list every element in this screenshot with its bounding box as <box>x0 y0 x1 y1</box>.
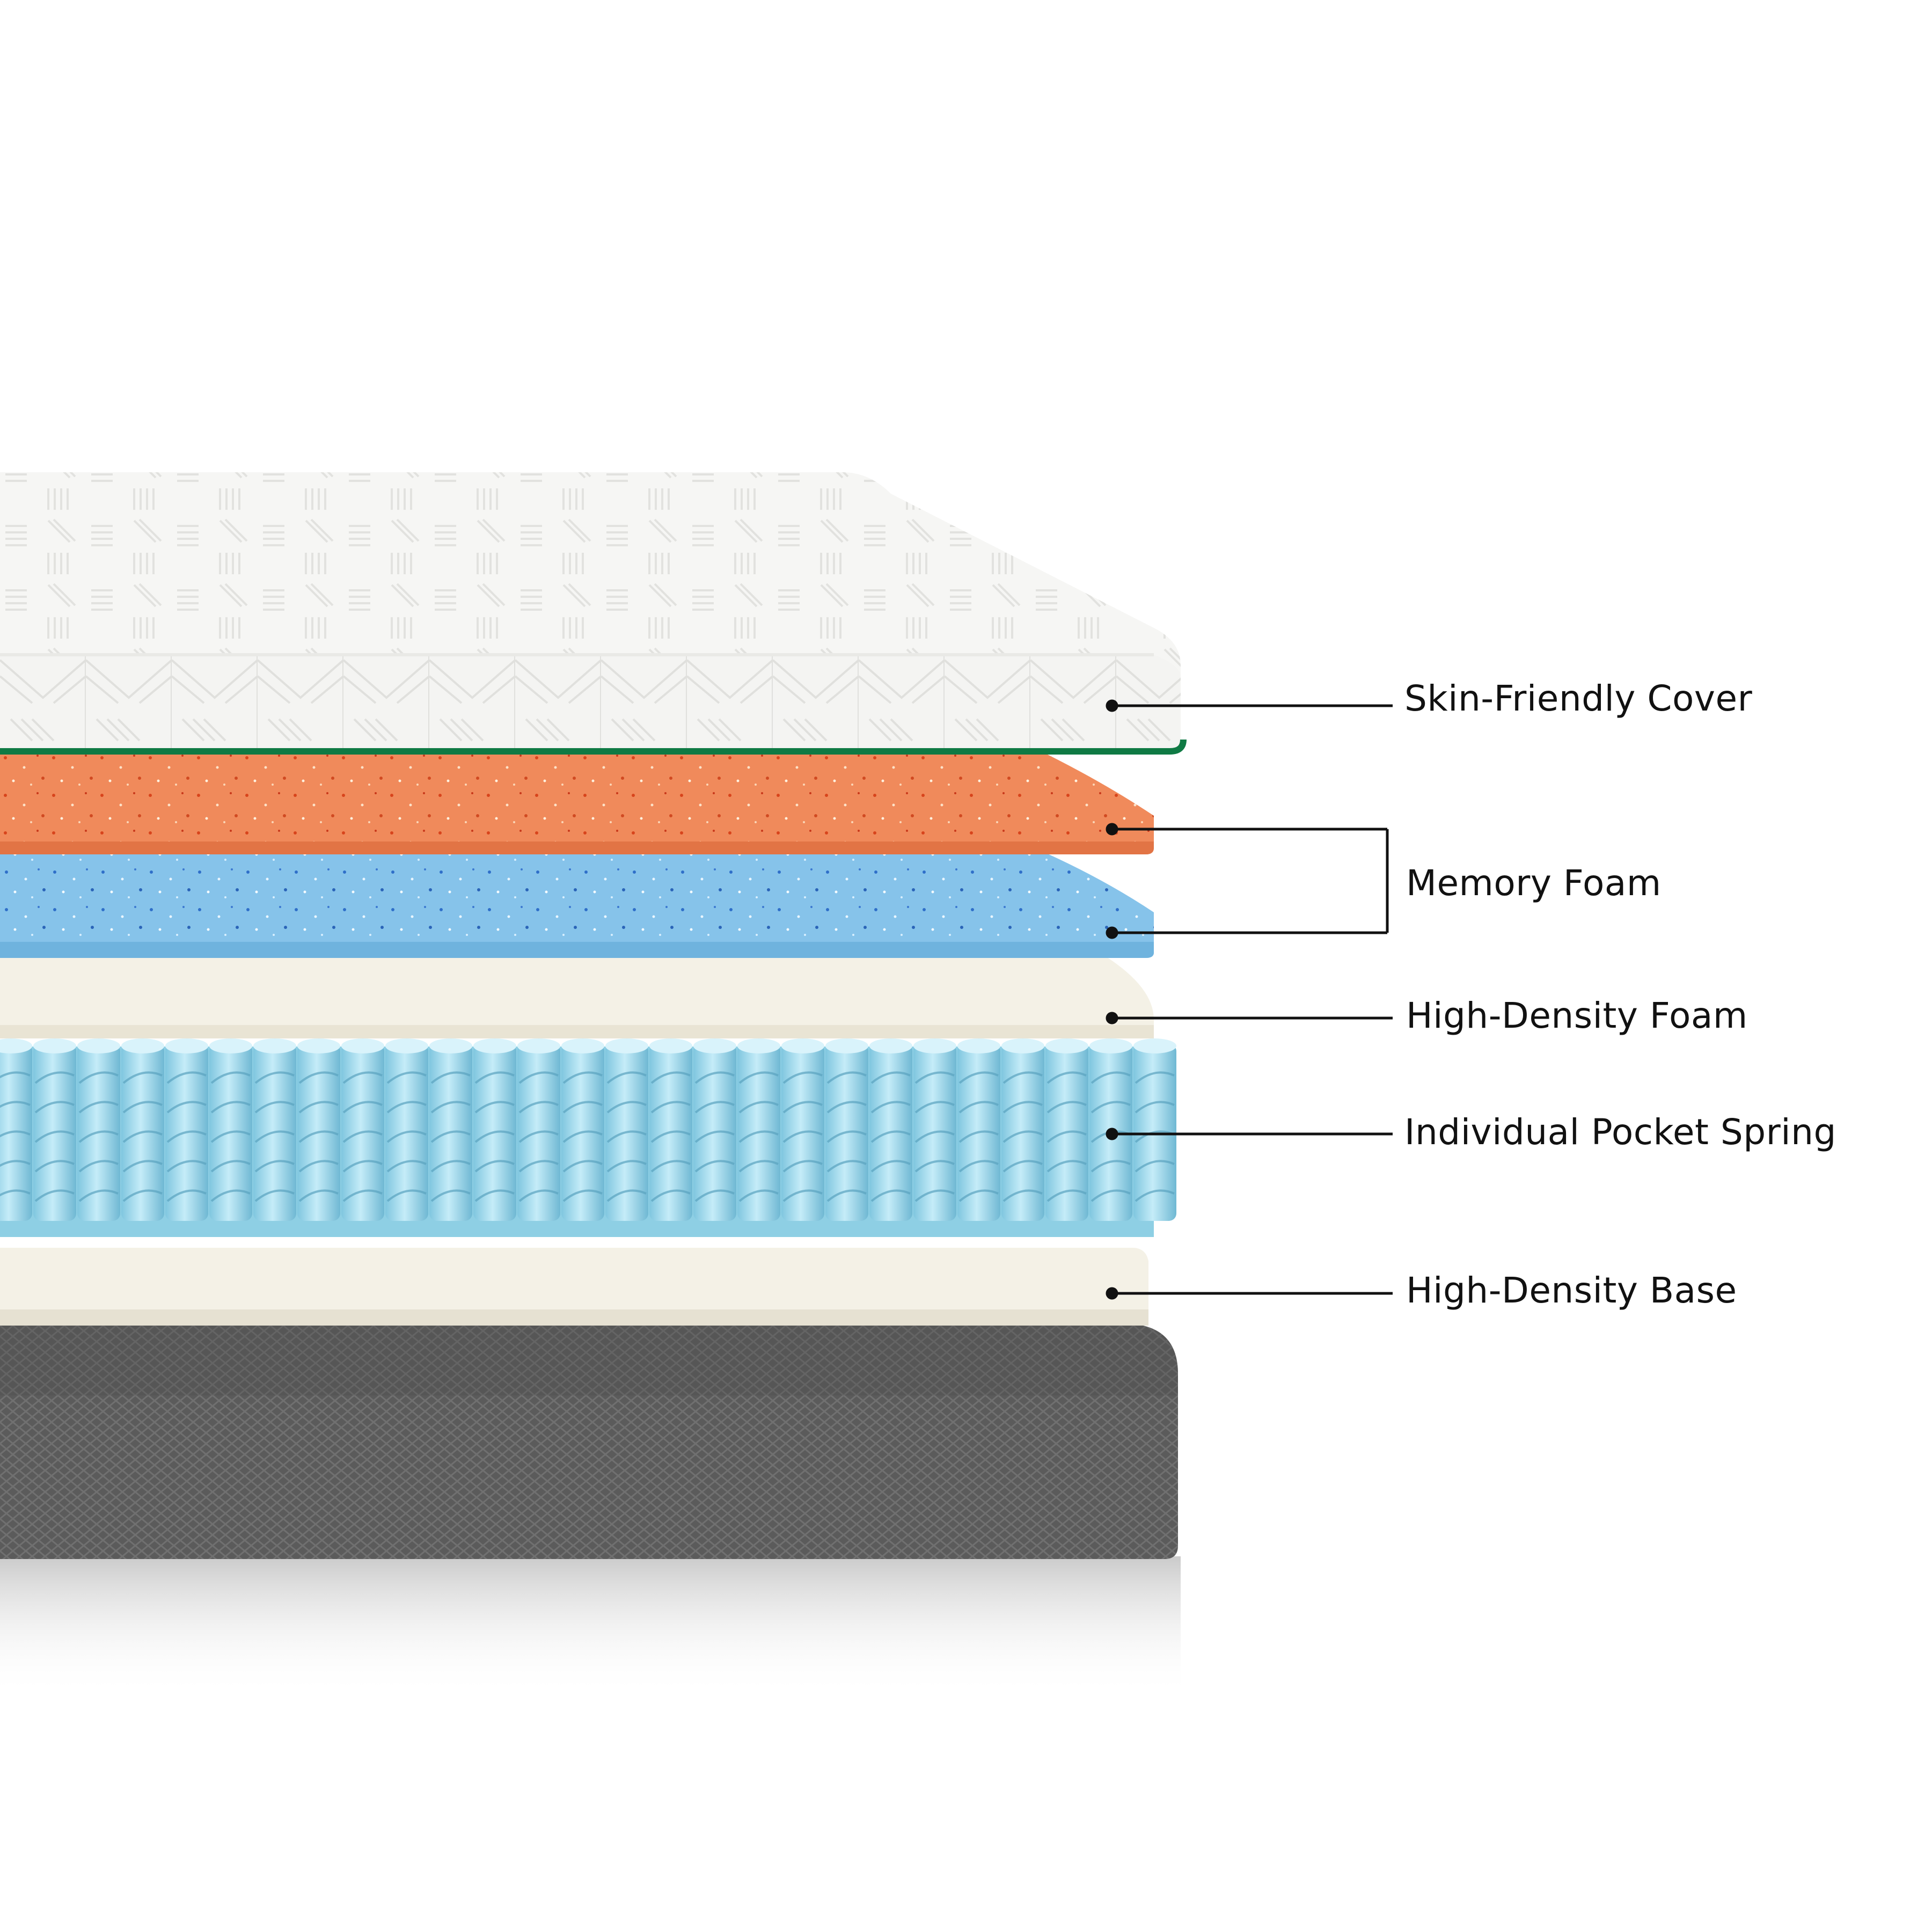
pocket-spring-coil <box>385 1038 428 1221</box>
pocket-spring-coil <box>473 1038 516 1221</box>
pocket-spring-coil <box>1133 1038 1176 1221</box>
label-individual-pocket-spring: Individual Pocket Spring <box>1404 1111 1836 1153</box>
pocket-spring-coil <box>957 1038 1000 1221</box>
cover-layer <box>0 472 1187 755</box>
pocket-spring-coil <box>341 1038 384 1221</box>
pocket-spring-coil <box>869 1038 912 1221</box>
callout-dot-high-density-foam <box>1106 1012 1118 1024</box>
pocket-spring-coil <box>649 1038 692 1221</box>
label-high-density-base: High-Density Base <box>1406 1270 1737 1311</box>
callout-dot-high-density-base <box>1106 1287 1118 1300</box>
pocket-spring-coil <box>913 1038 956 1221</box>
memory-foam-orange-layer <box>0 754 1154 854</box>
pocket-spring-coil <box>0 1038 32 1221</box>
callout-lines <box>1106 699 1393 1300</box>
label-memory-foam: Memory Foam <box>1406 862 1662 904</box>
pocket-spring-coil <box>33 1038 76 1221</box>
high-density-base-layer <box>0 1248 1148 1326</box>
pocket-spring-coil <box>77 1038 120 1221</box>
pocket-spring-coil <box>693 1038 736 1221</box>
memory-foam-blue-layer <box>0 853 1154 958</box>
pocket-spring-coil <box>121 1038 164 1221</box>
label-high-density-foam: High-Density Foam <box>1406 995 1748 1036</box>
pocket-spring-coil <box>825 1038 868 1221</box>
callout-dot-pocket-spring <box>1106 1128 1118 1140</box>
label-skin-friendly-cover: Skin-Friendly Cover <box>1404 678 1753 719</box>
pocket-spring-coil <box>737 1038 780 1221</box>
pocket-spring-coil <box>297 1038 340 1221</box>
floor-shadow <box>0 1556 1181 1696</box>
callout-dot-cover <box>1106 699 1118 712</box>
callout-dot-memory-foam-bottom <box>1106 926 1118 939</box>
pocket-spring-coil <box>517 1038 560 1221</box>
pocket-spring-coil <box>209 1038 252 1221</box>
pocket-spring-coil <box>561 1038 604 1221</box>
high-density-foam-layer <box>0 956 1154 1038</box>
pocket-spring-coil <box>781 1038 824 1221</box>
pocket-spring-coil <box>429 1038 472 1221</box>
pocket-spring-layer <box>0 1038 1176 1237</box>
pocket-spring-coil <box>165 1038 208 1221</box>
pocket-spring-coil <box>253 1038 296 1221</box>
pocket-spring-coil <box>1045 1038 1088 1221</box>
pocket-spring-coil <box>1001 1038 1044 1221</box>
bottom-fabric-layer <box>0 1324 1178 1559</box>
pocket-spring-coil <box>605 1038 648 1221</box>
callout-dot-memory-foam-top <box>1106 823 1118 836</box>
